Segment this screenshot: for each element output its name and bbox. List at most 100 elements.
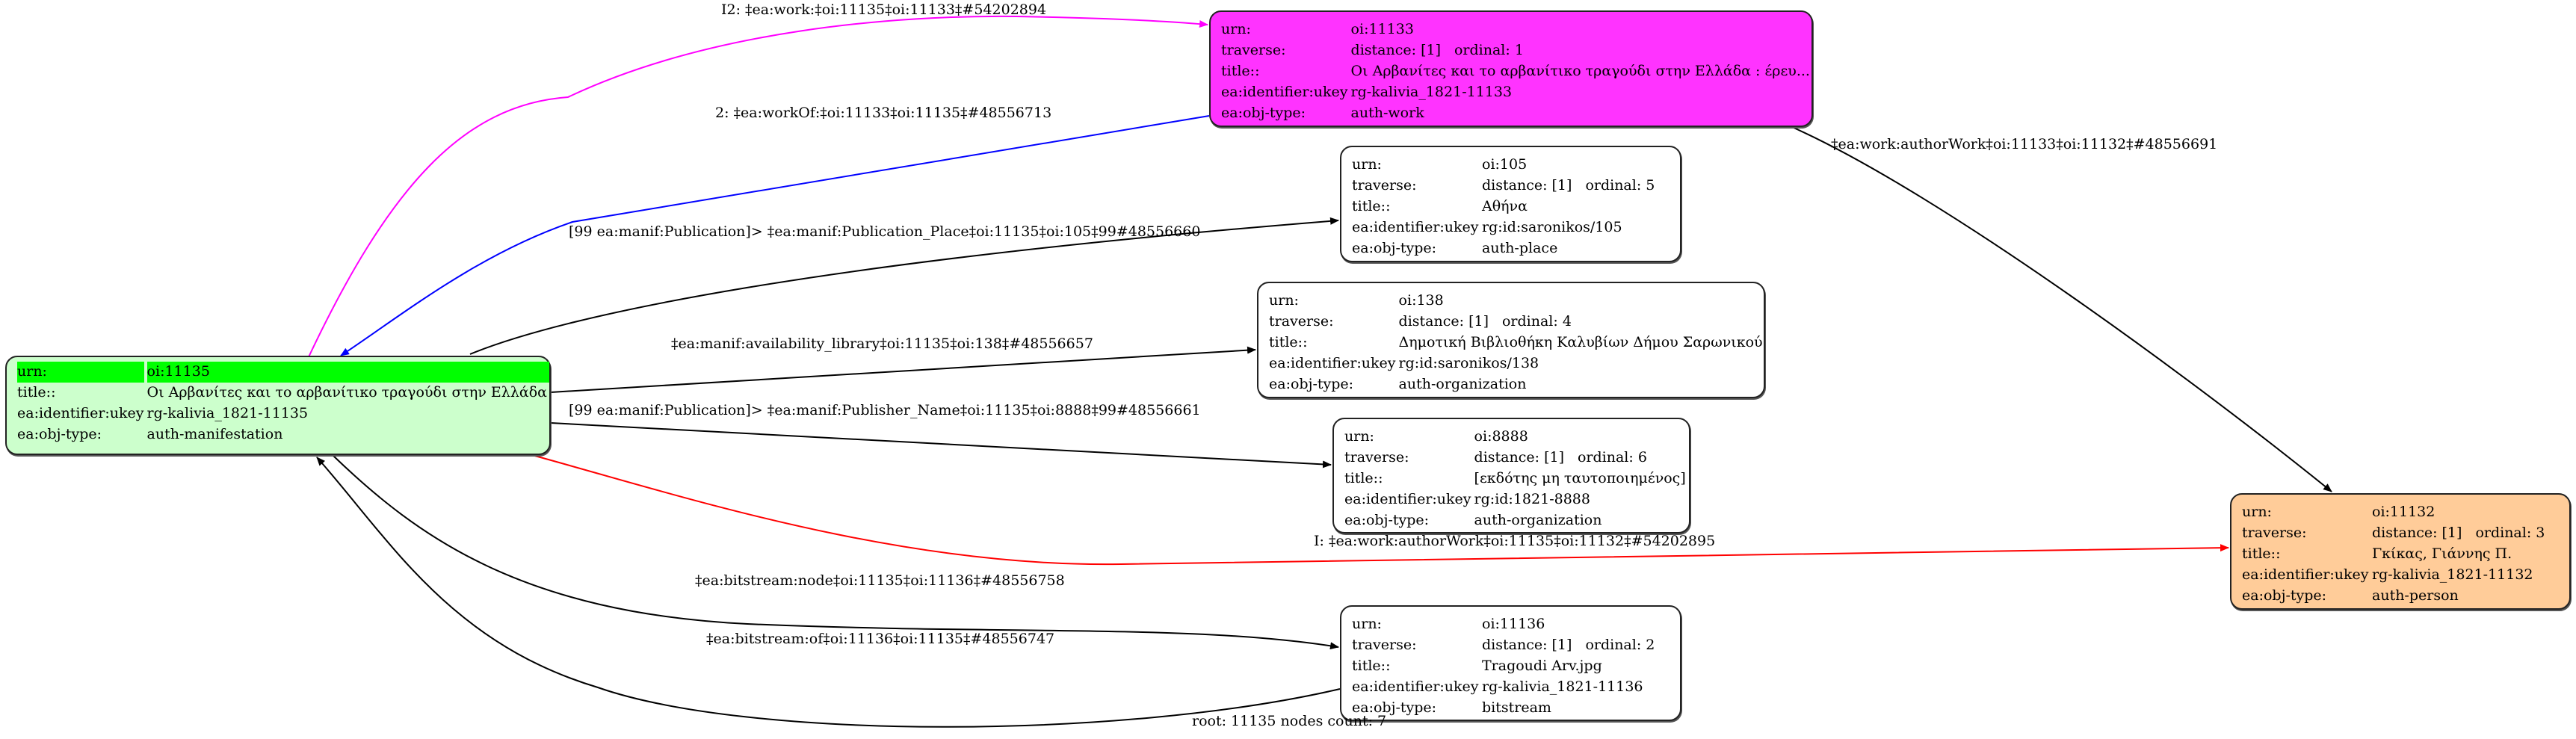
traverse-ordinal: ordinal: 4 <box>1501 313 1572 330</box>
node-11136-bitstream[interactable]: urn: oi:11136 traverse:distance: [1]ordin… <box>1340 605 1681 721</box>
node-row-title: title::Οι Αρβανίτες και το αρβανίτικο τρ… <box>1221 61 1812 82</box>
edge-label-11135-8888: [99 ea:manif:Publication]> ‡ea:manif:Pub… <box>569 402 1201 418</box>
node-value: rg:id:saronikos/105 <box>1482 219 1622 235</box>
traverse-distance: distance: [1] <box>1482 637 1572 653</box>
node-value: auth-manifestation <box>146 426 283 442</box>
edge-label-11135-11136: ‡ea:bitstream:node‡oi:11135‡oi:11136‡#48… <box>695 572 1065 589</box>
node-105-place[interactable]: urn:oi:105 traverse:distance: [1]ordinal… <box>1340 146 1681 262</box>
node-key: ea:identifier:ukey <box>1221 84 1348 100</box>
node-row-obj-type: ea:obj-type:auth-person <box>2242 586 2547 607</box>
node-value: rg:id:saronikos/138 <box>1398 355 1539 371</box>
node-value: Οι Αρβανίτες και το αρβανίτικο τραγούδι … <box>1350 63 1810 79</box>
node-11133-work[interactable]: urn: oi:11133 traverse: distance: [1] ordin… <box>1209 10 1813 127</box>
node-key: ea:identifier:ukey <box>2242 566 2369 583</box>
edge-11135-11136 <box>332 454 1339 650</box>
node-row-urn: urn: oi:8888 <box>1344 427 1688 448</box>
node-row-urn: urn: oi:11132 <box>2242 502 2547 523</box>
node-key: ea:obj-type: <box>2242 587 2327 604</box>
node-key: title:: <box>1352 658 1391 674</box>
node-row-obj-type: ea:obj-type: auth-organization <box>1344 510 1688 531</box>
node-row-urn: urn: oi:11133 <box>1221 19 1812 40</box>
node-key: urn: <box>2242 504 2272 520</box>
node-value: distance: [1]ordinal: 4 <box>1399 312 1765 333</box>
node-key: ea:identifier:ukey <box>1344 491 1471 507</box>
node-value: oi:138 <box>1398 292 1444 309</box>
node-row-obj-type: ea:obj-type: auth-place <box>1352 238 1657 259</box>
node-row-urn: urn:oi:138 <box>1269 291 1765 312</box>
node-value: Δημοτική Βιβλιοθήκη Καλυβίων Δήμου Σαρων… <box>1398 334 1763 350</box>
node-value: rg-kalivia_1821-11135 <box>146 405 309 421</box>
traverse-ordinal: ordinal: 5 <box>1585 177 1655 194</box>
node-key: ea:obj-type: <box>1221 105 1306 121</box>
traverse-distance: distance: [1] <box>1474 449 1564 466</box>
node-value: oi:11135 <box>146 362 549 383</box>
traverse-ordinal: ordinal: 6 <box>1577 449 1647 466</box>
node-value: bitstream <box>1482 699 1551 716</box>
node-key: ea:identifier:ukey <box>1352 219 1479 235</box>
edge-label-authorWork-11135-11132: I: ‡ea:work:authorWork‡oi:11135‡oi:11132… <box>1314 533 1716 549</box>
node-key: ea:obj-type: <box>1352 240 1437 256</box>
edge-label-workOf-11133-11135: 2: ‡ea:workOf:‡oi:11133‡oi:11135‡#485567… <box>715 105 1052 121</box>
node-value: rg-kalivia_1821-11136 <box>1482 678 1643 695</box>
node-key: title:: <box>1344 470 1383 486</box>
node-row-obj-type: ea:obj-type: auth-manifestation <box>17 424 549 445</box>
node-value: Γκίκας, Γιάννης Π. <box>2372 545 2512 562</box>
node-row-urn: urn: oi:105 <box>1352 155 1657 176</box>
node-value: rg-kalivia_1821-11132 <box>2372 566 2533 583</box>
edge-work-11135-11133 <box>306 15 1208 361</box>
node-key: urn: <box>1352 156 1382 173</box>
node-value: auth-organization <box>1474 512 1602 528</box>
node-key: urn: <box>1221 21 1251 37</box>
node-key: urn: <box>1344 428 1374 445</box>
node-key: title:: <box>1352 198 1391 214</box>
node-value: auth-place <box>1482 240 1558 256</box>
edge-11135-138 <box>550 346 1256 393</box>
node-value: rg-kalivia_1821-11133 <box>1350 84 1513 100</box>
node-value: oi:11136 <box>1482 616 1545 632</box>
node-row-traverse: traverse: distance: [1]ordinal: 3 <box>2242 523 2547 544</box>
node-11135-root[interactable]: urn: oi:11135 title:: Οι Αρβανίτες και τ… <box>5 356 551 455</box>
node-row-urn: urn: oi:11136 <box>1352 614 1657 635</box>
node-key: ea:obj-type: <box>17 426 102 442</box>
node-key: traverse: <box>2242 525 2307 541</box>
edge-11135-8888 <box>550 422 1332 469</box>
node-row-title: title::Γκίκας, Γιάννης Π. <box>2242 544 2547 565</box>
node-value: oi:11133 <box>1350 21 1414 37</box>
traverse-ordinal: ordinal: 1 <box>1454 42 1524 58</box>
node-row-title: title::[εκδότης μη ταυτοποιημένος] <box>1344 469 1688 489</box>
node-value: distance: [1]ordinal: 2 <box>1482 635 1657 656</box>
node-value: oi:11132 <box>2372 504 2436 520</box>
graph-footer: root: 11135 nodes count: 7 <box>1192 713 1387 729</box>
node-key: traverse: <box>1269 313 1334 330</box>
node-key: traverse: <box>1344 449 1409 466</box>
node-key: ea:identifier:ukey <box>1269 355 1396 371</box>
node-key: title:: <box>2242 545 2281 562</box>
edge-workOf-11133-11135 <box>340 115 1210 356</box>
edge-label-11133-11132: ‡ea:work:authorWork‡oi:11133‡oi:11132‡#4… <box>1831 136 2218 152</box>
edge-label-work-11135-11133: I2: ‡ea:work:‡oi:11135‡oi:11133‡#5420289… <box>721 1 1047 18</box>
node-row-obj-type: ea:obj-type:auth-organization <box>1269 374 1765 395</box>
node-138-organization[interactable]: urn:oi:138 traverse: distance: [1]ordinal… <box>1257 282 1765 398</box>
node-row-obj-type: ea:obj-type:auth-work <box>1221 103 1812 124</box>
node-row-obj-type: ea:obj-type:bitstream <box>1352 698 1657 719</box>
node-value: oi:8888 <box>1474 428 1528 445</box>
edge-11136-11135 <box>316 457 1341 728</box>
node-key: urn: <box>1352 616 1382 632</box>
node-key: title:: <box>1221 63 1260 79</box>
node-value: [εκδότης μη ταυτοποιημένος] <box>1474 470 1686 486</box>
node-value: distance: [1] ordinal: 6 <box>1474 448 1688 469</box>
node-key: ea:obj-type: <box>1269 376 1354 392</box>
node-key: ea:obj-type: <box>1344 512 1430 528</box>
node-value: oi:105 <box>1482 156 1528 173</box>
node-value: distance: [1]ordinal: 3 <box>2372 523 2547 544</box>
traverse-distance: distance: [1] <box>1350 42 1441 58</box>
node-key: traverse: <box>1221 42 1286 58</box>
node-11132-person[interactable]: urn: oi:11132 traverse: distance: [1]ordin… <box>2230 493 2571 610</box>
node-8888-organization[interactable]: urn: oi:8888 traverse: distance: [1] ordina… <box>1332 418 1690 534</box>
edge-11133-11132 <box>1791 126 2332 492</box>
node-row-traverse: traverse:distance: [1]ordinal: 2 <box>1352 635 1657 656</box>
